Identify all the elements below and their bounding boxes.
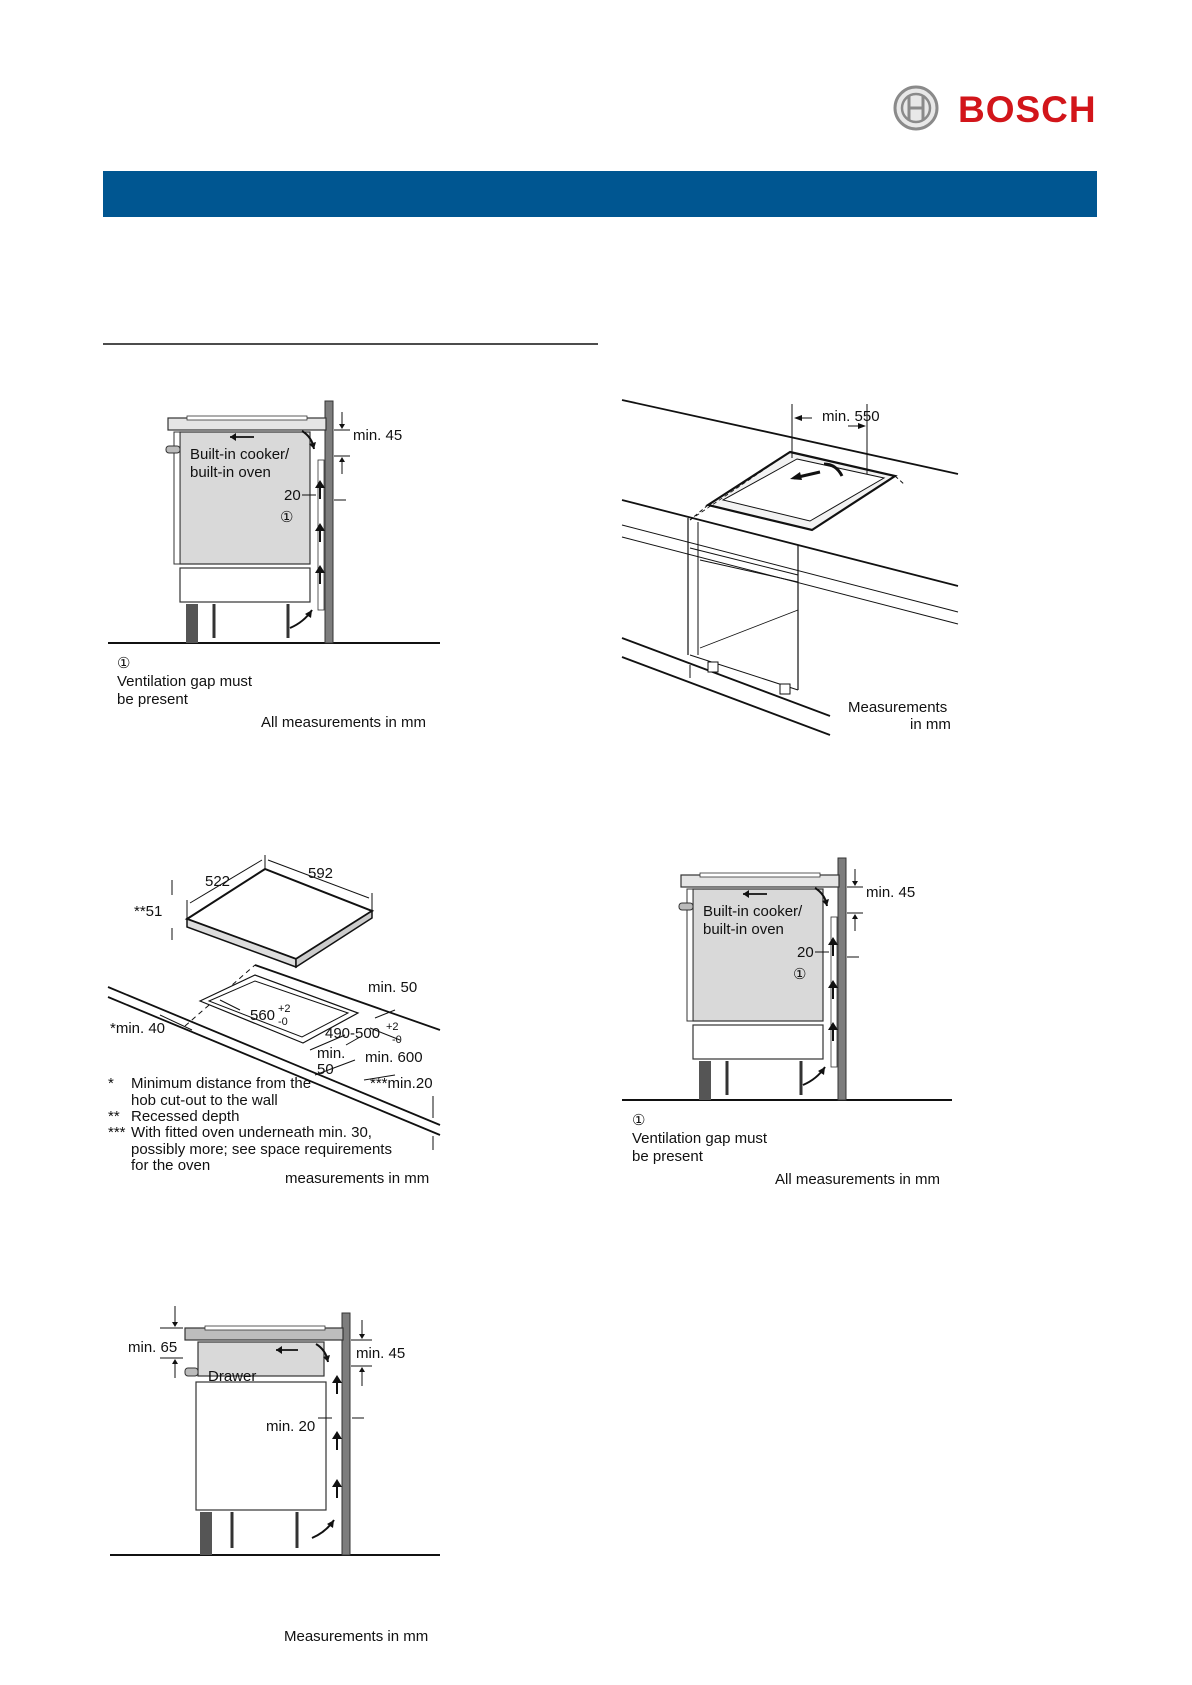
- caption-line-2: be present: [632, 1148, 704, 1165]
- note-mark: *: [108, 1075, 114, 1092]
- dim-min-20: ***min.20: [370, 1075, 433, 1092]
- note-text: With fitted oven underneath min. 30,: [131, 1124, 372, 1141]
- marker-1: ①: [793, 966, 806, 983]
- dim-min-45: min. 45: [356, 1345, 405, 1362]
- dim-20: 20: [284, 487, 301, 504]
- drawer-drawing: [110, 1306, 440, 1556]
- header-graphics: BOSCH: [103, 85, 1097, 345]
- note-text: possibly more; see space requirements: [131, 1141, 392, 1158]
- dim-560-tol-up: +2: [278, 1003, 291, 1015]
- bosch-logo: BOSCH: [893, 85, 1097, 131]
- bosch-wordmark: BOSCH: [958, 89, 1097, 130]
- dim-min-40: *min. 40: [110, 1020, 165, 1037]
- dim-490-tol-up: +2: [386, 1021, 399, 1033]
- dim-min-65: min. 65: [128, 1339, 177, 1356]
- caption-marker: ①: [632, 1112, 645, 1129]
- worktop-drawing: [621, 399, 959, 736]
- dim-min-600: min. 600: [365, 1049, 423, 1066]
- units-note: All measurements in mm: [775, 1171, 940, 1188]
- units-note: All measurements in mm: [261, 714, 426, 731]
- dim-min-550: min. 550: [822, 408, 880, 425]
- caption-line-1: Ventilation gap must: [632, 1130, 768, 1147]
- note-text: hob cut-out to the wall: [131, 1092, 278, 1109]
- label-oven: built-in oven: [703, 921, 784, 938]
- header-band: [103, 171, 1097, 217]
- dim-min-45: min. 45: [866, 884, 915, 901]
- units-line-2: in mm: [910, 716, 951, 733]
- cabinet-drawing: [622, 857, 952, 1101]
- hob-notes: * Minimum distance from the hob cut-out …: [108, 1075, 392, 1174]
- note-mark: ***: [108, 1124, 126, 1141]
- caption-line-1: Ventilation gap must: [117, 673, 253, 690]
- units-note: measurements in mm: [285, 1170, 429, 1187]
- dim-490-tol-dn: -0: [392, 1034, 402, 1046]
- note-mark: **: [108, 1108, 120, 1125]
- cabinet-drawing: [108, 400, 440, 644]
- note-text: for the oven: [131, 1157, 210, 1174]
- dim-51: **51: [134, 903, 162, 920]
- hob-drawing: [107, 855, 441, 1150]
- dim-490-500: 490-500: [325, 1025, 380, 1042]
- dim-592: 592: [308, 865, 333, 882]
- label-oven: built-in oven: [190, 464, 271, 481]
- units-note: Measurements in mm: [284, 1628, 428, 1645]
- units-line-1: Measurements: [848, 699, 947, 716]
- marker-1: ①: [280, 509, 293, 526]
- dim-560-tol-dn: -0: [278, 1016, 288, 1028]
- label-drawer: Drawer: [208, 1368, 256, 1385]
- label-cooker: Built-in cooker/: [190, 446, 290, 463]
- dim-20: 20: [797, 944, 814, 961]
- label-cooker: Built-in cooker/: [703, 903, 803, 920]
- dim-min-50-top: min. 50: [368, 979, 417, 996]
- dim-560: 560: [250, 1007, 275, 1024]
- dim-522: 522: [205, 873, 230, 890]
- bosch-armature-icon: [893, 85, 939, 131]
- caption-line-2: be present: [117, 691, 189, 708]
- dim-min-50-a: min.: [317, 1045, 345, 1062]
- dim-min-45: min. 45: [353, 427, 402, 444]
- caption-marker: ①: [117, 655, 130, 672]
- note-text: Minimum distance from the: [131, 1075, 311, 1092]
- dim-min-50-b: 50: [317, 1061, 334, 1078]
- dim-min-20: min. 20: [266, 1418, 315, 1435]
- note-text: Recessed depth: [131, 1108, 239, 1125]
